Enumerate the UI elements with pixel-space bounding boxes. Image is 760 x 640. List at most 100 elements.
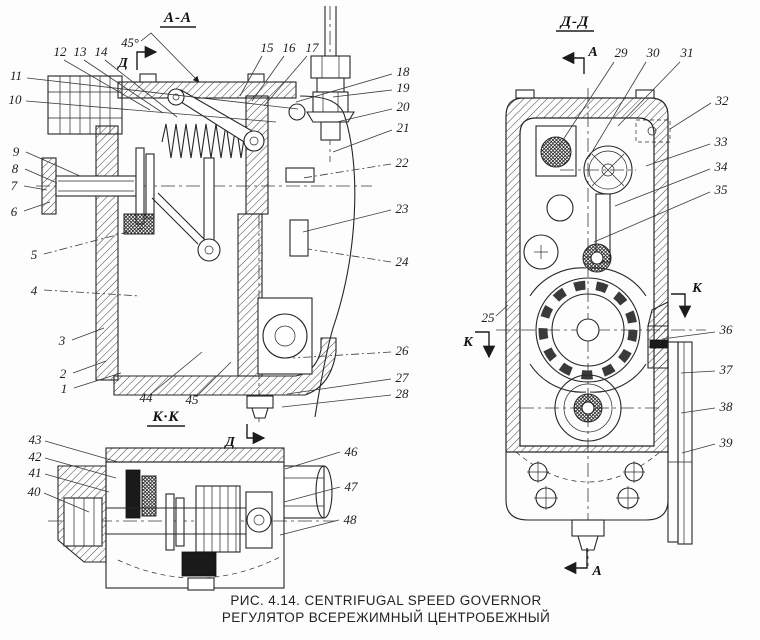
- callout-number-43: 43: [29, 432, 43, 447]
- leader-line-15: [239, 55, 263, 97]
- leader-line-22: [302, 163, 392, 179]
- lower-seal-dark: [181, 551, 217, 577]
- callout-number-3: 3: [58, 333, 66, 348]
- label-section-k-k: К·К: [151, 409, 179, 425]
- plunger-circle-inner: [274, 325, 296, 347]
- dashed-port-box: [635, 119, 671, 143]
- leader-line-31: [617, 61, 681, 127]
- leader-line-24: [307, 248, 392, 263]
- leader-line-23: [302, 209, 392, 233]
- side-cylinder-cap: [315, 465, 333, 519]
- body-curve-right: [314, 113, 356, 418]
- callout-number-12: 12: [54, 44, 68, 59]
- callout-number-26: 26: [396, 343, 410, 358]
- adjuster-block: [289, 219, 309, 257]
- leader-line-47: [283, 486, 341, 503]
- callout-number-27: 27: [396, 370, 410, 385]
- shaft-end-bore: [590, 251, 604, 265]
- label-section-d-d: Д-Д: [559, 14, 590, 30]
- ball-joint: [288, 103, 306, 121]
- view-arrow-a-top-label: А: [587, 45, 597, 60]
- callout-number-46: 46: [345, 444, 359, 459]
- callout-number-40: 40: [28, 484, 42, 499]
- cover-bolt-right: [247, 73, 265, 83]
- lower-hub: [554, 374, 622, 442]
- side-plate: [647, 301, 693, 545]
- leader-line-32: [669, 102, 712, 130]
- rocker-block: [285, 167, 315, 183]
- leader-line-13: [83, 59, 164, 114]
- callout-number-7: 7: [11, 178, 18, 193]
- leader-line-35: [593, 191, 711, 243]
- callout-number-36: 36: [719, 322, 734, 337]
- callout-number-18: 18: [397, 64, 411, 79]
- left-bearing-window: [63, 497, 103, 547]
- leader-line-19: [332, 89, 393, 98]
- leader-line-42: [44, 457, 117, 479]
- bottom-view-nut: [187, 577, 215, 591]
- leader-line-6: [23, 201, 51, 212]
- seal-block-dark: [125, 469, 141, 519]
- callout-number-31: 31: [680, 45, 694, 60]
- leader-line-25: [495, 304, 509, 317]
- figure-caption: РИС. 4.14. CENTRIFUGAL SPEED GOVERNOR РЕ…: [6, 592, 760, 626]
- leader-line-17: [263, 55, 308, 107]
- leader-line-9: [25, 151, 81, 177]
- crank-link-2: [157, 192, 205, 240]
- governor-technical-drawing: А-А Д-Д К·К 45° Д Д А А К К 123456789101…: [9, 6, 734, 591]
- callout-number-23: 23: [396, 201, 410, 216]
- leader-line-36: [661, 331, 716, 340]
- callout-number-34: 34: [714, 159, 729, 174]
- callout-number-28: 28: [396, 386, 410, 401]
- governor-lever: [167, 88, 265, 152]
- callout-number-11: 11: [10, 68, 22, 83]
- callout-number-19: 19: [397, 80, 411, 95]
- drive-shaft-assembly: [41, 147, 155, 225]
- leader-line-43: [44, 440, 119, 463]
- leader-line-45: [196, 361, 232, 397]
- callout-number-9: 9: [13, 144, 20, 159]
- callout-number-4: 4: [31, 283, 38, 298]
- leader-line-8: [24, 168, 58, 184]
- bottom-view-top-plate: [105, 447, 285, 463]
- leader-line-44: [150, 351, 203, 395]
- plunger-boss: [257, 297, 313, 375]
- housing-right-wall: [245, 95, 269, 215]
- leader-line-14: [104, 59, 178, 118]
- callout-number-1: 1: [61, 381, 68, 396]
- callout-number-37: 37: [719, 362, 734, 377]
- callout-number-39: 39: [719, 435, 734, 450]
- drain-nut-tip: [251, 407, 269, 419]
- leader-line-12: [63, 59, 151, 111]
- callout-number-22: 22: [396, 155, 410, 170]
- caption-line-2: РЕГУЛЯТОР ВСЕРЕЖИМНЫЙ ЦЕНТРОБЕЖНЫЙ: [221, 610, 551, 625]
- leader-line-34: [614, 168, 711, 207]
- plunger-circle-outer: [262, 313, 308, 359]
- leader-line-11: [26, 77, 299, 110]
- leader-line-33: [645, 143, 711, 167]
- cover-bolt-left: [139, 73, 157, 83]
- flange-bolts: [527, 461, 645, 510]
- callout-number-8: 8: [12, 161, 19, 176]
- leader-line-20: [336, 108, 393, 123]
- view-arrow-d-bottom: [246, 424, 266, 445]
- leader-line-7: [23, 185, 48, 191]
- leader-line-21: [332, 129, 393, 153]
- leader-line-41: [44, 473, 110, 493]
- leader-line-2: [72, 360, 107, 374]
- leader-line-3: [71, 327, 105, 341]
- callout-number-48: 48: [344, 512, 358, 527]
- leader-line-48: [279, 519, 340, 536]
- leader-line-27: [286, 378, 392, 395]
- callout-number-44: 44: [140, 390, 154, 405]
- view-arrow-a-bottom-label: А: [591, 564, 601, 579]
- leader-line-39: [681, 443, 716, 454]
- drain-nut: [246, 395, 274, 409]
- leader-line-46: [284, 451, 341, 470]
- view-direction-arrows: 45° Д Д А А К К: [116, 32, 703, 579]
- flyweight-section: [123, 213, 155, 235]
- callout-number-14: 14: [95, 44, 109, 59]
- callout-number-47: 47: [345, 479, 359, 494]
- seal-block-hatched: [141, 475, 157, 517]
